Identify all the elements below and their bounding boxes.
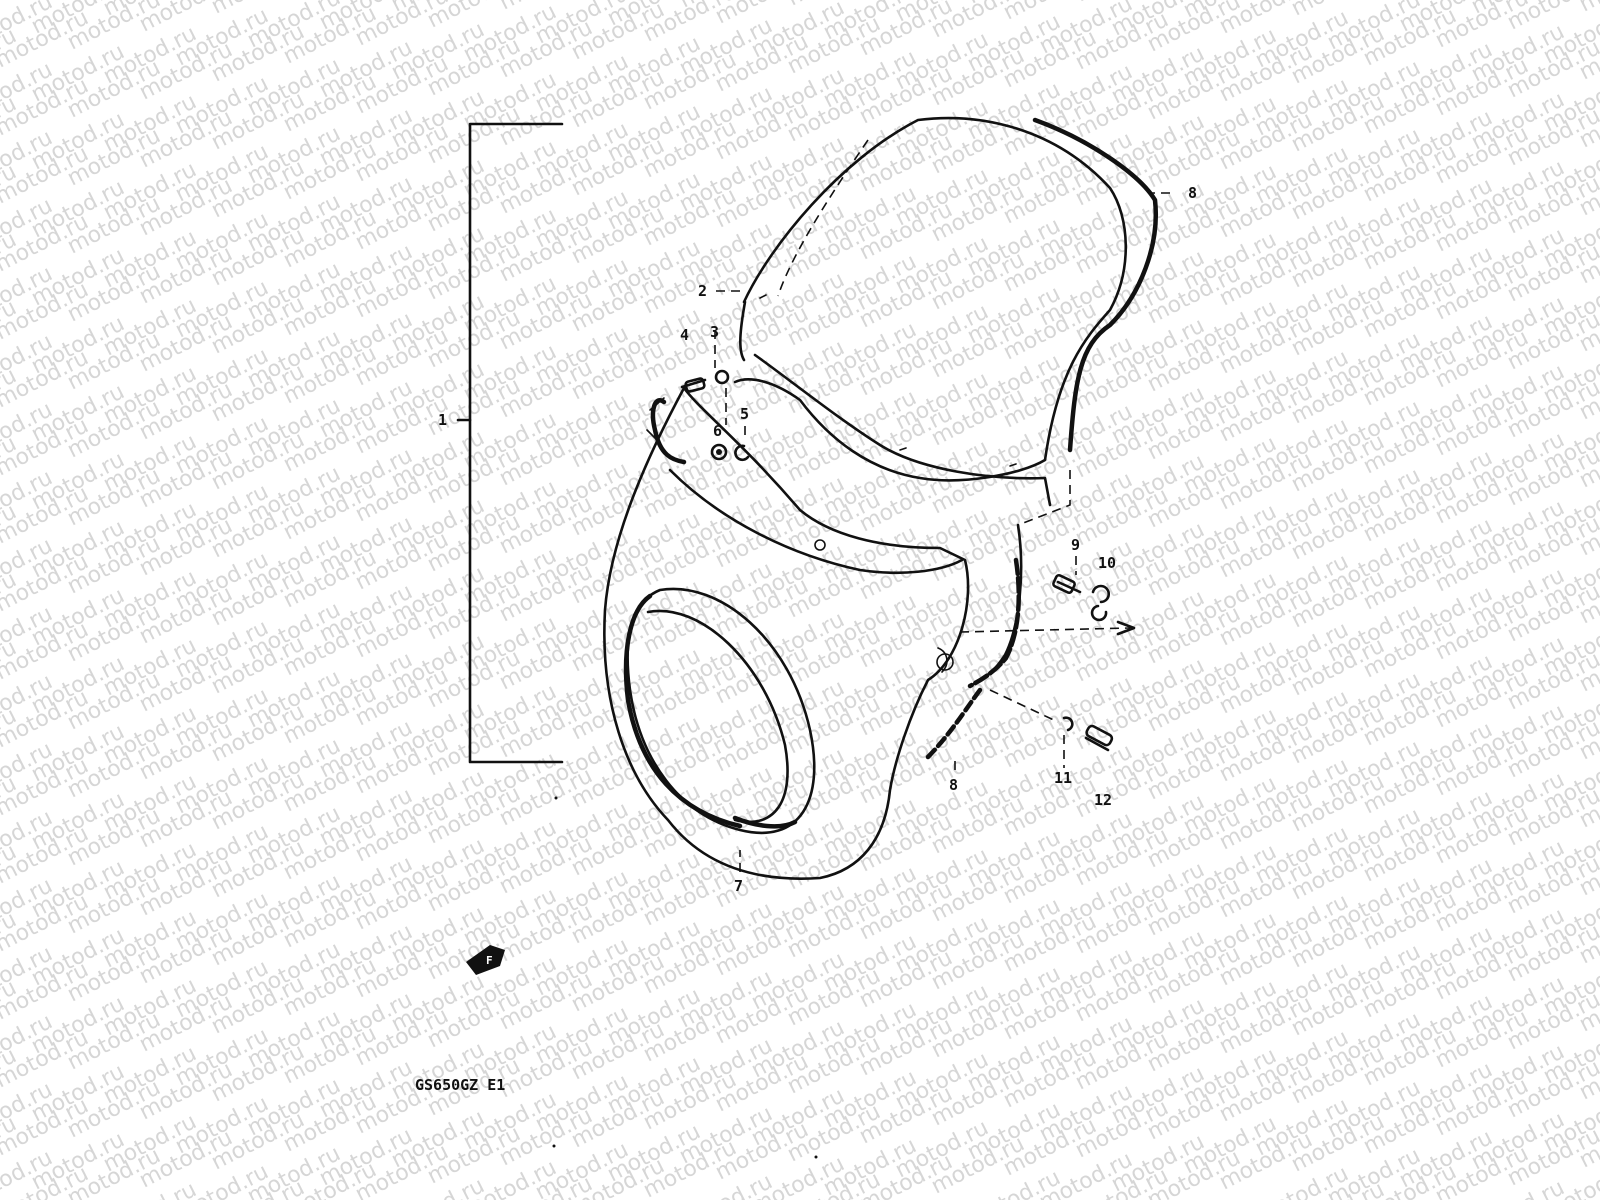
callout-9: 9 bbox=[1071, 536, 1080, 554]
callout-5: 5 bbox=[740, 405, 749, 423]
callout-12: 12 bbox=[1094, 791, 1112, 809]
front-marker-label: F bbox=[486, 954, 493, 967]
callout-10: 10 bbox=[1098, 554, 1116, 572]
callout-11: 11 bbox=[1054, 769, 1072, 787]
callout-8a: 8 bbox=[1188, 184, 1197, 202]
callout-8b: 8 bbox=[949, 776, 958, 794]
watermark-text: motod.ru bbox=[1575, 0, 1600, 17]
model-code-label: GS650GZ E1 bbox=[415, 1076, 505, 1094]
callout-7: 7 bbox=[734, 877, 743, 895]
callout-4: 4 bbox=[680, 326, 689, 344]
callout-3: 3 bbox=[710, 323, 719, 341]
callout-2: 2 bbox=[698, 282, 707, 300]
callout-6: 6 bbox=[713, 422, 722, 440]
callout-1: 1 bbox=[438, 411, 447, 429]
